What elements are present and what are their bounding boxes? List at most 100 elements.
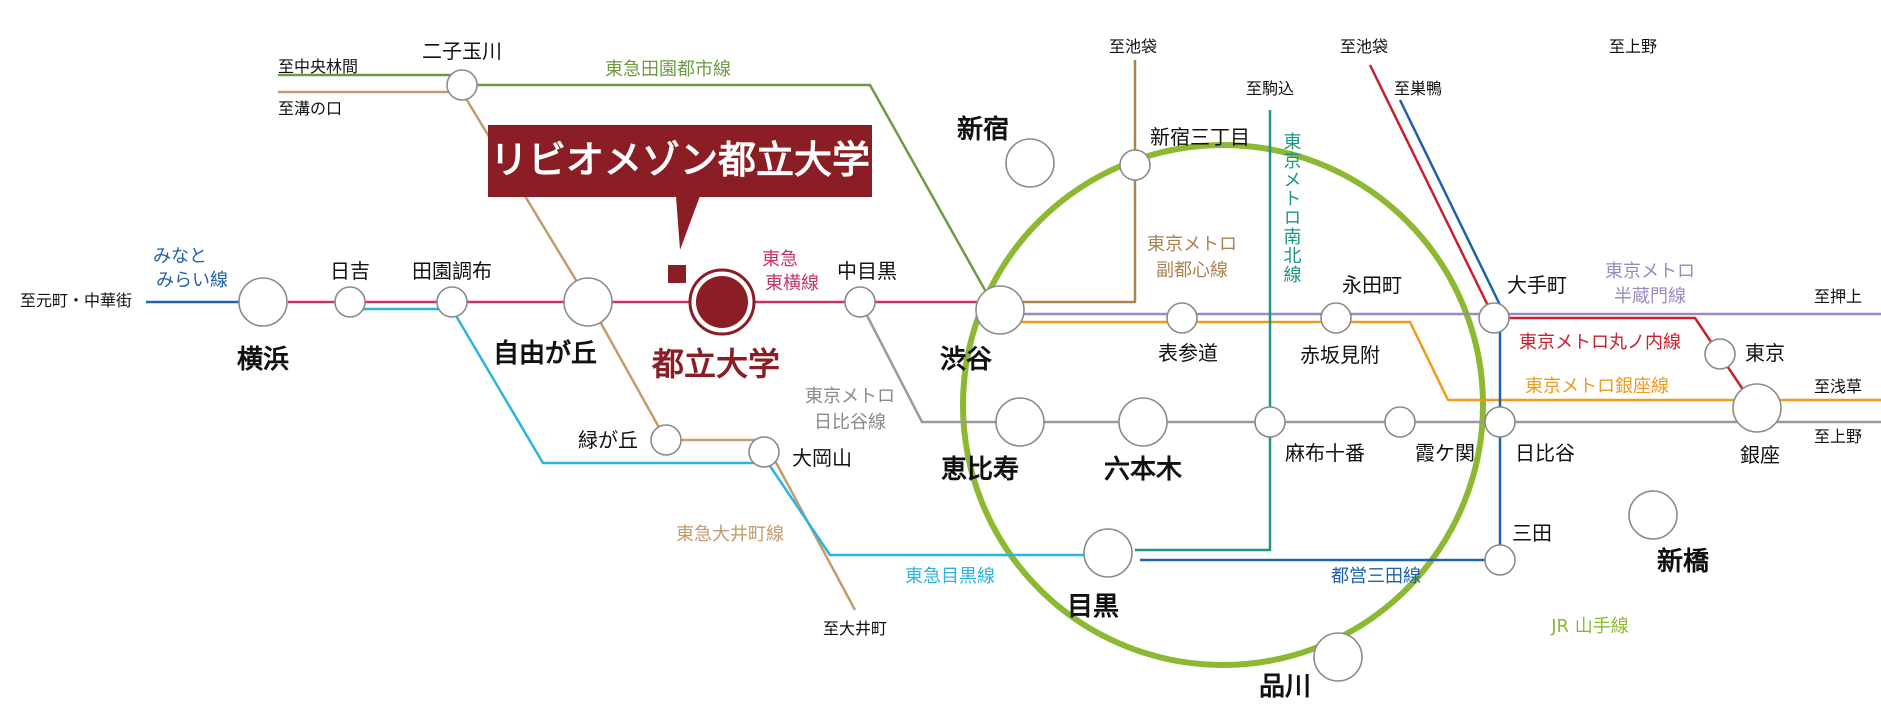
- label-ookayama: 大岡山: [792, 446, 852, 470]
- station-futakotamagawa[interactable]: [446, 69, 478, 101]
- label-shinjuku: 新宿: [957, 114, 1009, 145]
- station-shinjuku-sanchome[interactable]: [1119, 149, 1151, 181]
- meguro-line: [350, 307, 1110, 557]
- station-nakameguro[interactable]: [844, 286, 876, 318]
- dest-motomachi: 至元町・中華街: [20, 291, 132, 310]
- label-omotesando: 表参道: [1158, 341, 1218, 365]
- label-meguro: 目黒: [1067, 592, 1119, 622]
- label-hibiya: 日比谷: [1515, 441, 1575, 465]
- station-shibuya[interactable]: [975, 285, 1025, 335]
- label-marunouchi-line: 東京メトロ丸ノ内線: [1519, 332, 1681, 353]
- dest-ueno-yamanote: 至上野: [1609, 37, 1657, 56]
- label-midorigaoka: 緑が丘: [578, 428, 638, 452]
- label-jiyugaoka: 自由が丘: [493, 338, 597, 369]
- station-toritsudaigaku-dot: [696, 276, 748, 328]
- property-callout: リビオメゾン都立大学: [488, 125, 872, 283]
- label-hibiya-line-2: 日比谷線: [814, 412, 886, 433]
- label-mita-line: 都営三田線: [1331, 566, 1421, 587]
- label-roppongi: 六本木: [1104, 455, 1182, 485]
- label-hibiya-line-1: 東京メトロ: [805, 386, 895, 407]
- label-namboku-line: 東京メトロ南北線: [1281, 132, 1302, 284]
- label-ginza-line: 東京メトロ銀座線: [1525, 376, 1669, 397]
- label-ginza: 銀座: [1740, 443, 1780, 467]
- label-ebisu: 恵比寿: [941, 455, 1019, 485]
- station-ebisu[interactable]: [995, 397, 1045, 447]
- station-azabujuban[interactable]: [1254, 406, 1286, 438]
- dest-mizonokuchi: 至溝の口: [278, 99, 342, 118]
- label-shinagawa: 品川: [1259, 672, 1311, 702]
- station-mita[interactable]: [1484, 544, 1516, 576]
- station-midorigaoka[interactable]: [650, 424, 682, 456]
- label-yamanote-line: JR 山手線: [1550, 616, 1629, 637]
- station-yokohama[interactable]: [238, 277, 288, 327]
- label-tokyo: 東京: [1745, 341, 1785, 365]
- label-toritsudaigaku: 都立大学: [651, 345, 780, 383]
- label-meguro-line: 東急目黒線: [905, 566, 995, 587]
- label-fukutoshin-line-2: 副都心線: [1156, 260, 1228, 281]
- label-hanzomon-line-1: 東京メトロ: [1605, 261, 1695, 282]
- station-jiyugaoka[interactable]: [563, 277, 613, 327]
- destination-labels: 至中央林間 至溝の口 至池袋 至駒込 至池袋 至巣鴨 至上野 至元町・中華街 至…: [20, 37, 1862, 638]
- station-hibiya[interactable]: [1484, 406, 1516, 438]
- label-nakameguro: 中目黒: [837, 259, 897, 283]
- property-marker: [668, 265, 686, 283]
- line-labels: 東急田園都市線 東急 東横線 みなと みらい線 東京メトロ 副都心線 東京メトロ…: [153, 59, 1695, 637]
- dest-chuorinkan: 至中央林間: [278, 57, 358, 76]
- fukutoshin-line: [1000, 60, 1137, 304]
- label-shibuya: 渋谷: [940, 345, 993, 375]
- callout-box: [488, 125, 872, 197]
- namboku-line: [1135, 110, 1272, 552]
- dest-sugamo: 至巣鴨: [1394, 79, 1442, 98]
- station-meguro[interactable]: [1083, 528, 1133, 578]
- label-kasumigaseki: 霞ケ関: [1415, 441, 1475, 465]
- label-denenchofu: 田園調布: [412, 259, 492, 283]
- stations: [238, 69, 1782, 682]
- dest-komagome: 至駒込: [1246, 79, 1294, 98]
- mita-line: [1140, 99, 1502, 562]
- label-shinjuku-sanchome: 新宿三丁目: [1150, 125, 1250, 149]
- station-ookayama[interactable]: [748, 436, 780, 468]
- callout-pointer: [676, 196, 700, 250]
- station-omotesando[interactable]: [1166, 302, 1198, 334]
- label-yokohama: 横浜: [237, 345, 289, 375]
- label-hanzomon-line-2: 半蔵門線: [1614, 286, 1686, 307]
- yamanote-line: [960, 142, 1486, 668]
- station-hiyoshi[interactable]: [334, 286, 366, 318]
- label-fukutoshin-line-1: 東京メトロ: [1147, 234, 1237, 255]
- label-denentoshi-line: 東急田園都市線: [605, 59, 731, 80]
- station-labels: 二子玉川 日吉 田園調布 横浜 自由が丘 緑が丘 大岡山 都立大学 中目黒 新宿…: [237, 39, 1785, 702]
- ginza-line: [1000, 320, 1881, 402]
- label-minatomirai-line-2: みらい線: [156, 270, 228, 291]
- oimachi-line: [278, 90, 857, 611]
- dest-oimachi: 至大井町: [823, 619, 887, 638]
- station-kasumigaseki[interactable]: [1384, 406, 1416, 438]
- dest-ikebukuro-fuku: 至池袋: [1109, 37, 1157, 56]
- station-shinbashi[interactable]: [1628, 490, 1678, 540]
- label-minatomirai-line-1: みなと: [153, 246, 207, 267]
- label-futakotamagawa: 二子玉川: [422, 39, 502, 63]
- station-ginza[interactable]: [1732, 383, 1782, 433]
- dest-ikebukuro-maru: 至池袋: [1340, 37, 1388, 56]
- dest-oshiage: 至押上: [1814, 287, 1862, 306]
- label-toyoko-line-1: 東急: [762, 249, 798, 270]
- label-azabujuban: 麻布十番: [1285, 441, 1365, 465]
- label-toyoko-line-2: 東横線: [765, 273, 819, 294]
- label-akasakamitsuke: 赤坂見附: [1300, 343, 1380, 367]
- station-roppongi[interactable]: [1118, 397, 1168, 447]
- label-hiyoshi: 日吉: [330, 259, 370, 283]
- callout-title: リビオメゾン都立大学: [490, 138, 870, 182]
- label-nagatacho: 永田町: [1342, 273, 1402, 297]
- label-shinbashi: 新橋: [1657, 546, 1710, 577]
- station-shinagawa[interactable]: [1313, 632, 1363, 682]
- station-tokyo[interactable]: [1704, 338, 1736, 370]
- station-otemachi[interactable]: [1478, 302, 1510, 334]
- dest-ueno-hibiya: 至上野: [1814, 427, 1862, 446]
- label-mita: 三田: [1512, 521, 1552, 545]
- station-denenchofu[interactable]: [436, 286, 468, 318]
- station-nagatacho[interactable]: [1320, 302, 1352, 334]
- label-otemachi: 大手町: [1507, 273, 1567, 297]
- dest-asakusa: 至浅草: [1814, 377, 1862, 396]
- label-oimachi-line: 東急大井町線: [676, 524, 784, 545]
- station-shinjuku[interactable]: [1005, 138, 1055, 188]
